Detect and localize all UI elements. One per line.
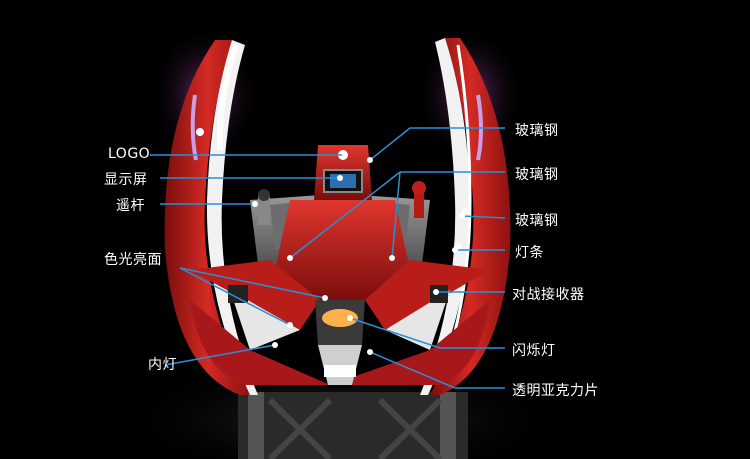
line-glass-1b bbox=[369, 127, 411, 161]
line-flash-b bbox=[349, 317, 441, 349]
front-light bbox=[315, 300, 365, 385]
line-acrylic-b bbox=[369, 351, 456, 389]
label-color-glossy-surface: 色光亮面 bbox=[104, 252, 162, 268]
line-glass-2c bbox=[391, 171, 401, 259]
label-display-screen: 显示屏 bbox=[104, 172, 148, 188]
label-flash-light: 闪烁灯 bbox=[512, 343, 556, 359]
label-inner-light: 内灯 bbox=[148, 357, 177, 373]
main-body bbox=[190, 200, 490, 385]
line-glass-2b bbox=[289, 171, 401, 259]
base-stand bbox=[238, 392, 468, 459]
leader-lines bbox=[150, 127, 506, 389]
label-light-strip: 灯条 bbox=[515, 245, 544, 261]
line-glossy-2 bbox=[179, 267, 291, 326]
label-logo: LOGO bbox=[108, 146, 151, 162]
label-joystick: 遥杆 bbox=[116, 198, 145, 214]
line-inner-light bbox=[164, 344, 276, 366]
line-glass-3 bbox=[461, 215, 506, 219]
line-glossy-1 bbox=[179, 267, 326, 299]
label-glass-steel-1: 玻璃钢 bbox=[515, 123, 559, 139]
label-glass-steel-3: 玻璃钢 bbox=[515, 213, 559, 229]
label-battle-receiver: 对战接收器 bbox=[512, 287, 585, 303]
leader-dots bbox=[252, 152, 465, 355]
label-transparent-acrylic: 透明亚克力片 bbox=[512, 383, 599, 399]
joysticks bbox=[258, 181, 426, 225]
label-glass-steel-2: 玻璃钢 bbox=[515, 167, 559, 183]
